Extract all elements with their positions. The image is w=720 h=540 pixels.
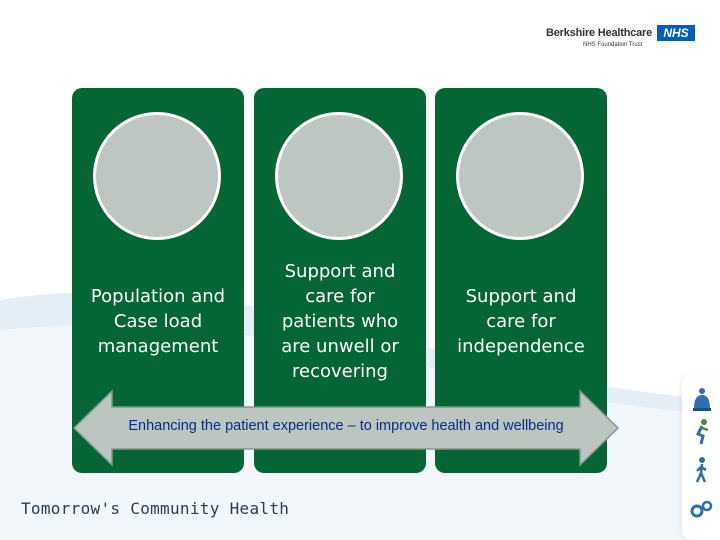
logo-org-name: Berkshire Healthcare: [546, 27, 653, 39]
logo-subtitle: NHS Foundation Trust: [583, 42, 643, 48]
panel-circle: [93, 112, 221, 240]
berkshire-healthcare-logo: Berkshire Healthcare NHS NHS Foundation …: [546, 24, 698, 50]
person-walking-icon: [695, 457, 707, 483]
double-arrow-banner: Enhancing the patient experience – to im…: [72, 389, 620, 467]
panel-label: Support and care for patients who are un…: [281, 261, 399, 382]
panel-circle: [456, 112, 584, 240]
person-cycling-icon: [695, 419, 709, 445]
nhs-badge: NHS: [657, 25, 695, 41]
double-arrow-shape: [72, 389, 620, 467]
side-icon-strip: [682, 374, 720, 540]
footer-tagline: Tomorrow's Community Health: [21, 499, 290, 518]
panel-circle: [275, 112, 403, 240]
panel-label: Population and Case load management: [90, 286, 226, 357]
bell-icon: [693, 388, 711, 411]
panel-label: Support and care for independence: [457, 286, 585, 357]
binoculars-icon: [690, 500, 713, 518]
arrow-caption: Enhancing the patient experience – to im…: [128, 418, 564, 434]
